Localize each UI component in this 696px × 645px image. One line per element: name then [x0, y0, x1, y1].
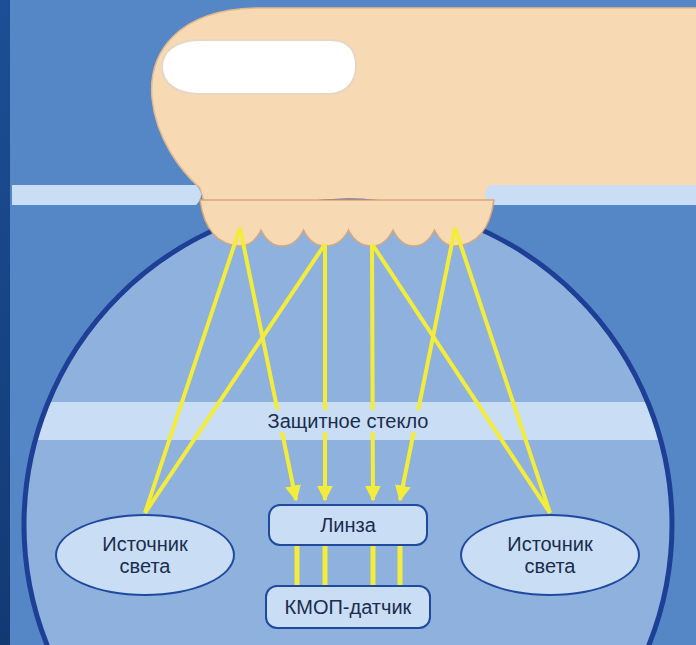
light-source: Источник света: [55, 514, 235, 596]
node-label: Защитное стекло: [263, 410, 434, 432]
finger: [152, 8, 696, 205]
light-rays: [145, 228, 550, 513]
node-label: Источник света: [495, 533, 605, 577]
sensor-window-outline: [24, 201, 672, 645]
node-label: КМОП-датчик: [285, 596, 412, 618]
reflected-ray: [240, 228, 296, 500]
light-beam-connector: [323, 546, 328, 585]
node-label: Линза: [320, 514, 376, 536]
light-beam-connector: [371, 546, 376, 585]
lens-box: Линза: [268, 504, 428, 546]
reflected-ray: [400, 228, 455, 500]
reflected-ray: [323, 244, 327, 500]
fingernail: [162, 40, 356, 94]
text-wrap: Источник света: [495, 533, 605, 577]
light-ray: [145, 228, 240, 513]
light-ray: [372, 244, 550, 513]
light-beam-connector: [398, 546, 403, 585]
cmos-sensor-box: КМОП-датчик: [265, 585, 431, 629]
text-wrap: Линза: [320, 514, 376, 536]
glass-plate: [12, 185, 201, 205]
protective-glass-label: Защитное стекло: [40, 402, 656, 440]
light-beam-connector: [295, 546, 300, 585]
text-wrap: КМОП-датчик: [285, 596, 412, 618]
light-source: Источник света: [460, 514, 640, 596]
text-wrap: Источник света: [90, 533, 200, 577]
light-ray: [145, 244, 325, 513]
reflected-ray: [372, 244, 373, 500]
node-label: Источник света: [90, 533, 200, 577]
protective-glass-band: [20, 402, 680, 440]
text-wrap: Защитное стекло: [263, 410, 434, 432]
light-ray: [455, 228, 550, 513]
glass-plate: [485, 185, 696, 205]
